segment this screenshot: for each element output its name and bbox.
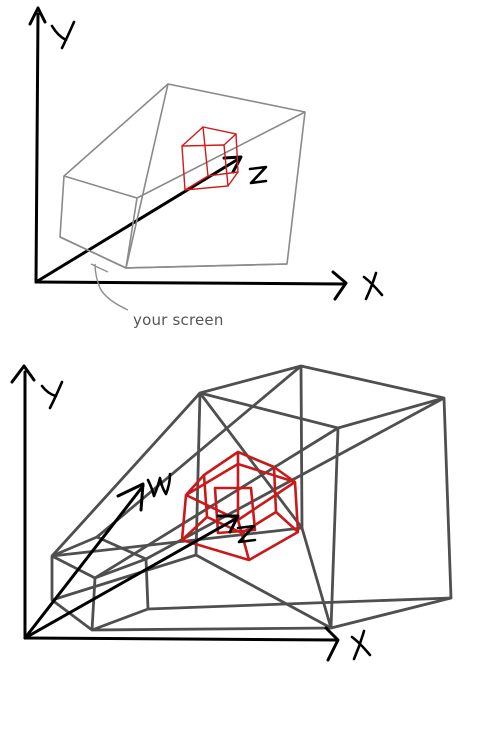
bottom-w-letter-icon (146, 472, 172, 498)
bottom-w-arrow (23, 484, 145, 640)
top-y-axis (34, 12, 40, 284)
bottom-w-arrowhead (116, 482, 145, 512)
top-x-arrowhead (331, 270, 348, 301)
top-y-letter-icon (50, 20, 76, 50)
top-diagram (28, 6, 384, 311)
top-frustum (59, 83, 306, 269)
bottom-y-arrowhead (10, 364, 36, 384)
bottom-cube-icon (180, 450, 300, 562)
bottom-frustum (50, 364, 453, 632)
top-y-arrowhead (28, 6, 47, 26)
top-x-letter-icon (362, 271, 384, 301)
top-z-arrowhead (222, 155, 243, 174)
top-z-letter-icon (248, 165, 268, 185)
screen-caption: your screen (133, 311, 224, 329)
bottom-y-letter-icon (40, 380, 64, 410)
top-cube-icon (181, 126, 239, 191)
bottom-z-arrow (23, 516, 239, 640)
top-z-arrow (34, 156, 242, 284)
top-x-axis (34, 280, 347, 286)
screen-leader-line (90, 263, 129, 311)
bottom-x-arrowhead (324, 626, 340, 662)
bottom-z-letter-icon (236, 524, 257, 544)
bottom-x-axis (23, 636, 339, 642)
bottom-z-arrowhead (216, 514, 240, 534)
bottom-x-letter-icon (350, 629, 372, 661)
